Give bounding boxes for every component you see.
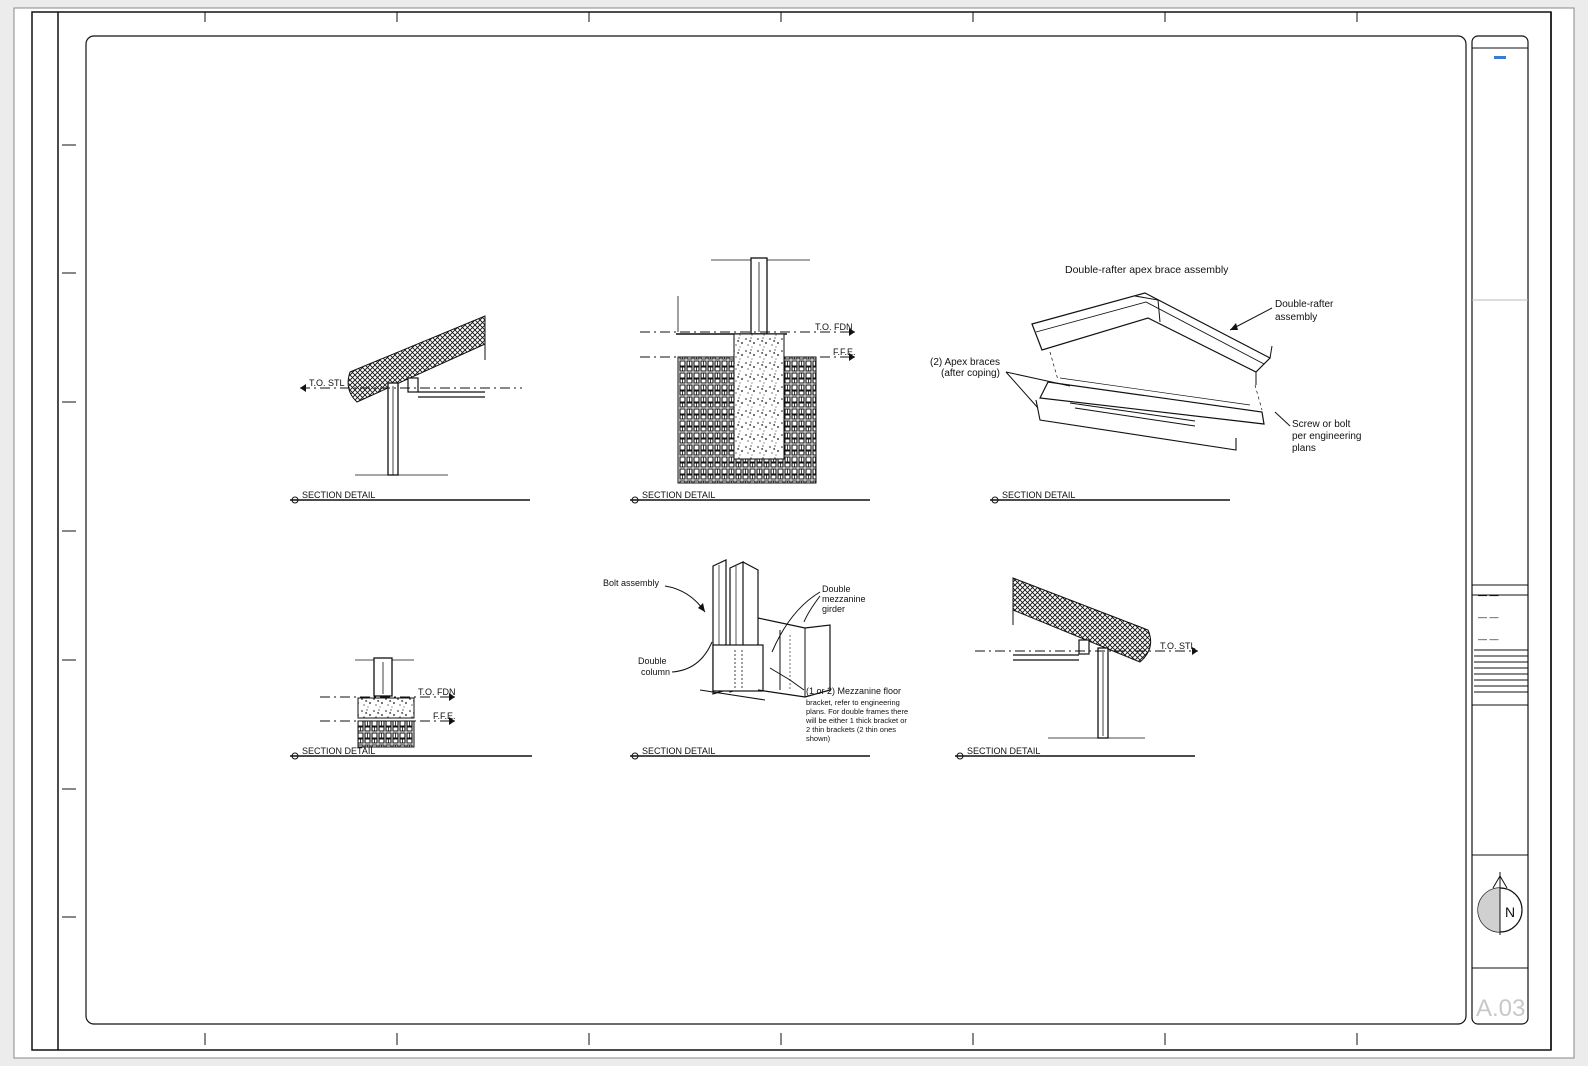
apex-label-braces-1: (2) Apex braces [930,357,1000,368]
title-block-line-3: — — [1478,634,1499,644]
title-block-line-2: — — [1478,612,1499,622]
mezz-label-bolt: Bolt assembly [603,578,660,588]
mezz-label-girder-1: Double [822,584,851,594]
detail-mezzanine: Bolt assembly Double mezzanine girder Do… [603,559,908,760]
detail-4-caption: SECTION DETAIL [302,746,375,756]
mezz-label-bracket-1: (1 or 2) Mezzanine floor [806,686,901,696]
grid-ticks-left [62,144,76,918]
mezz-label-bracket-4: will be either 1 thick bracket or [805,716,907,725]
mezz-label-column-1: Double [638,656,667,666]
detail-6-caption: SECTION DETAIL [967,746,1040,756]
north-arrow-icon: N [1477,872,1523,935]
mezz-label-column-2: column [641,667,670,677]
grid-ticks-bottom [204,1033,1358,1045]
detail-6-mark: T.O. STL [1160,641,1196,651]
detail-small-footing: T.O. FDN F.F.E. SECTION DETAIL [290,657,532,760]
apex-label-screw-1: Screw or bolt [1292,419,1351,430]
mezz-label-bracket-3: plans. For double frames there [806,707,908,716]
title-block-stripes [1474,649,1528,693]
detail-1-caption: SECTION DETAIL [302,490,375,500]
title-block: — — — — — — N A.03 [1471,35,1529,1025]
detail-2-mark-1: T.O. FDN [815,322,853,332]
detail-2-mark-2: F.F.E. [833,347,856,357]
apex-label-braces-2: (after coping) [941,368,1000,379]
mezz-label-bracket-6: shown) [806,734,831,743]
north-label: N [1505,904,1515,920]
mezz-label-bracket-2: bracket, refer to engineering [806,698,900,707]
detail-apex-brace: Double-rafter apex brace assembly Double… [930,264,1362,504]
detail-eave-2: T.O. STL SECTION DETAIL [955,577,1198,760]
title-block-line-1: — — [1478,590,1499,600]
mezz-label-girder-3: girder [822,604,845,614]
drawing-area-border [85,35,1467,1025]
detail-column-footing: T.O. FDN F.F.E. SECTION DETAIL [630,257,870,504]
mezz-label-bracket-5: 2 thin brackets (2 thin ones [806,725,896,734]
mezz-label-girder-2: mezzanine [822,594,866,604]
sheet-number: A.03 [1476,995,1525,1022]
apex-label-rafter-1: Double-rafter [1275,299,1334,310]
apex-label-screw-3: plans [1292,443,1316,454]
detail-4-mark-1: T.O. FDN [418,687,456,697]
detail-5-caption: SECTION DETAIL [642,746,715,756]
detail-4-mark-2: F.F.E. [433,711,456,721]
detail-1-mark: T.O. STL [309,378,345,388]
apex-label-screw-2: per engineering [1292,431,1362,442]
apex-label-rafter-2: assembly [1275,312,1317,323]
detail-3-caption: SECTION DETAIL [1002,490,1075,500]
apex-title: Double-rafter apex brace assembly [1065,264,1229,276]
detail-eave-1: T.O. STL SECTION DETAIL [290,315,530,504]
detail-2-caption: SECTION DETAIL [642,490,715,500]
grid-ticks-top [204,12,1358,22]
